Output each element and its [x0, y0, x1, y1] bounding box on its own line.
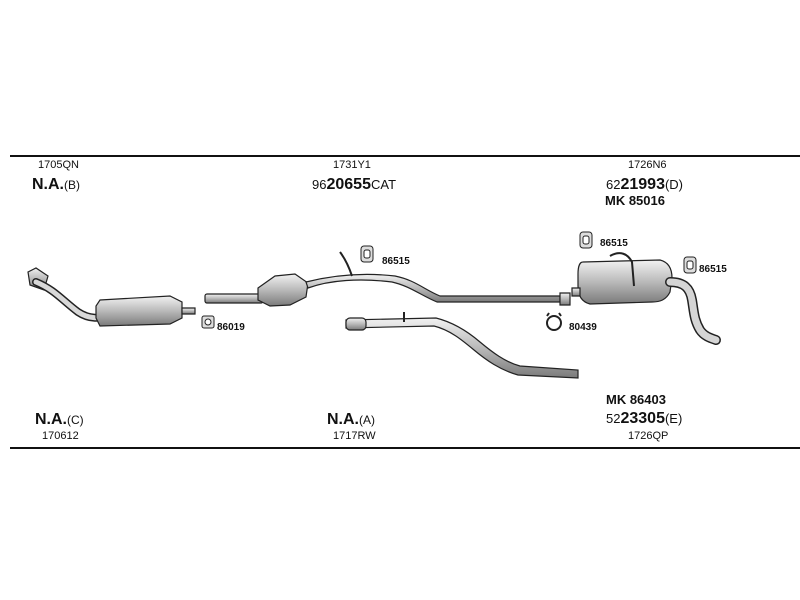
part-number-prefix: 52 — [606, 411, 621, 426]
na-text: N.A. — [32, 176, 64, 193]
clamp-center — [546, 312, 562, 331]
part-number-suffix: (E) — [664, 411, 683, 426]
catalyst-pipe — [204, 251, 571, 307]
front-pipe-silencer — [27, 267, 196, 327]
center-bottom-na: N.A.(A) — [327, 412, 375, 428]
right-top-code: 1726N6 — [628, 159, 667, 171]
clamp-left-label: 86019 — [217, 322, 245, 333]
clamp-left — [201, 315, 215, 329]
part-number-suffix: (D) — [664, 177, 684, 192]
part-number-prefix: 62 — [606, 177, 621, 192]
clamp-center-label: 80439 — [569, 322, 597, 333]
left-top-na: N.A.(B) — [32, 177, 80, 193]
part-number-core: 20655 — [326, 176, 371, 193]
part-number-core: 23305 — [620, 410, 665, 427]
na-suffix: (A) — [359, 413, 375, 427]
right-top-part-number: 6221993(D) — [606, 177, 683, 193]
right-bottom-code: 1726QP — [628, 430, 669, 442]
center-top-part-number: 9620655CAT — [312, 177, 396, 193]
part-number-prefix: 96 — [312, 177, 327, 192]
hanger-center-label: 86515 — [382, 256, 410, 267]
bottom-divider-line — [10, 447, 800, 449]
left-bottom-code: 170612 — [42, 430, 79, 442]
hanger-right-1 — [579, 231, 593, 249]
part-number-core: 21993 — [620, 176, 665, 193]
na-text: N.A. — [327, 411, 359, 428]
left-top-code: 1705QN — [38, 159, 79, 171]
left-bottom-na: N.A.(C) — [35, 412, 84, 428]
right-bottom-mk: MK 86403 — [606, 392, 666, 407]
na-text: N.A. — [35, 411, 67, 428]
hanger-center — [360, 245, 374, 263]
center-top-code: 1731Y1 — [333, 159, 371, 171]
hanger-right-2 — [683, 256, 697, 274]
right-bottom-part-number: 5223305(E) — [606, 411, 682, 427]
center-bottom-code: 1717RW — [333, 430, 376, 442]
na-suffix: (B) — [64, 178, 80, 192]
na-suffix: (C) — [67, 413, 84, 427]
rear-silencer — [571, 252, 721, 345]
right-top-mk: MK 85016 — [605, 193, 665, 208]
rear-tail-pipe — [345, 312, 579, 379]
hanger-right-2-label: 86515 — [699, 264, 727, 275]
top-divider-line — [10, 155, 800, 157]
part-number-suffix: CAT — [370, 177, 397, 192]
hanger-right-1-label: 86515 — [600, 238, 628, 249]
